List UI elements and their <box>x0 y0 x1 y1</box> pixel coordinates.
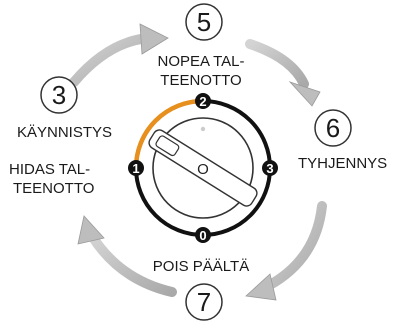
dial-center-mark: O <box>197 161 209 178</box>
arrow-off-to-slow-head <box>77 215 105 245</box>
step-number: 7 <box>197 287 211 317</box>
step-number: 6 <box>326 113 340 143</box>
label-slow-takeoff-line1: HIDAS TAL- <box>9 161 90 178</box>
label-fast-takeoff-line2: TEENOTTO <box>160 72 241 89</box>
label-drain: TYHJENNYS <box>298 155 387 172</box>
step-circle-3: 3 <box>40 76 78 114</box>
label-start: KÄYNNISTYS <box>17 124 112 141</box>
label-slow-takeoff-line2: TEENOTTO <box>13 180 94 197</box>
position-number: 1 <box>132 161 139 176</box>
cycle-arrows <box>69 23 327 301</box>
dial-grip <box>148 129 258 207</box>
dial-position-0: 0 <box>195 227 211 243</box>
step-circle-7: 7 <box>185 283 223 321</box>
position-number: 2 <box>199 94 206 109</box>
label-off: POIS PÄÄLTÄ <box>153 258 249 275</box>
arrow-drain-to-off-head <box>245 273 277 301</box>
step-number: 5 <box>197 7 211 37</box>
step-circle-6: 6 <box>314 109 352 147</box>
dial-position-2: 2 <box>195 93 211 109</box>
selector-dial: O 2 1 3 0 <box>128 93 278 243</box>
position-number: 3 <box>266 161 273 176</box>
position-number: 0 <box>199 228 206 243</box>
step-number: 3 <box>52 80 66 110</box>
dial-highlight-arc <box>133 98 204 169</box>
label-fast-takeoff-line1: NOPEA TAL- <box>158 53 245 70</box>
arrow-fast-to-drain-head <box>288 81 321 107</box>
dial-position-1: 1 <box>128 160 144 176</box>
dial-position-3: 3 <box>262 160 278 176</box>
step-circle-5: 5 <box>185 3 223 41</box>
arrow-start-to-fast <box>69 33 153 87</box>
dial-indicator-dot <box>200 126 206 132</box>
arrow-fast-to-drain <box>245 39 309 89</box>
arrow-drain-to-off <box>263 201 327 291</box>
arrow-start-to-fast-head <box>139 23 169 55</box>
arrow-off-to-slow <box>87 231 177 297</box>
